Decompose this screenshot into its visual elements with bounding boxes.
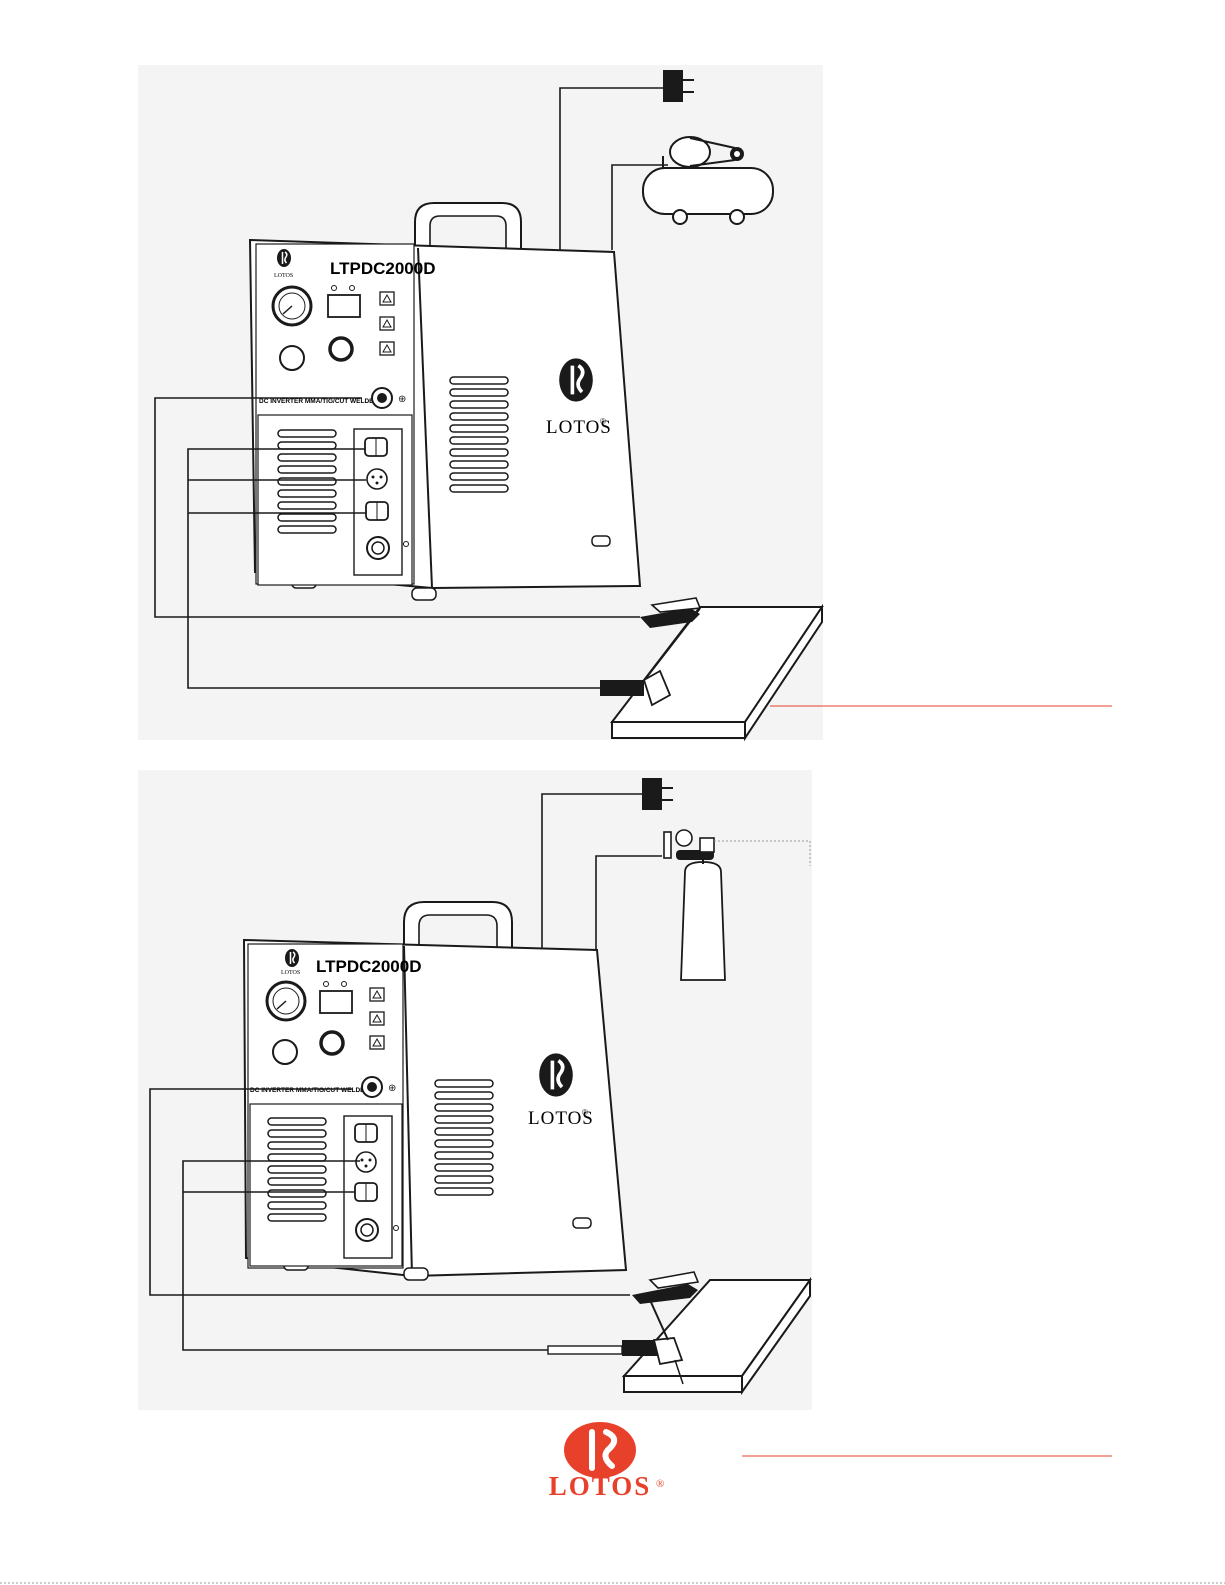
- svg-text:⊕: ⊕: [388, 1083, 396, 1094]
- pressure-gauge: [267, 982, 305, 1020]
- svg-text:⊕: ⊕: [398, 394, 406, 405]
- front-brand-text: LOTOS: [281, 970, 300, 976]
- svg-text:®: ®: [600, 417, 606, 426]
- footer-logo-icon: [564, 1422, 636, 1478]
- mode-buttons: [370, 988, 384, 1049]
- welder-unit: LOTOS LTPDC2000D DC INVERTER MMA/TIG/CUT…: [244, 940, 626, 1280]
- lotos-logo-icon: [559, 358, 593, 401]
- pressure-gauge: [273, 287, 311, 325]
- svg-text:®: ®: [582, 1108, 588, 1117]
- front-panel-label: DC INVERTER MMA/TIG/CUT WELDER: [250, 1087, 369, 1094]
- welder-unit: LOTOS LTPDC2000D: [250, 240, 640, 600]
- panel-tig-welding: LOTOS LTPDC2000D DC INVERTER MMA/TIG/CUT…: [138, 770, 812, 1410]
- panel-plasma-cutting: LOTOS LTPDC2000D: [138, 65, 823, 740]
- footer-registered-mark: ®: [656, 1478, 664, 1490]
- front-brand-text: LOTOS: [274, 273, 293, 279]
- mode-buttons: [380, 292, 394, 355]
- footer-brand-text: LOTOS: [549, 1471, 652, 1501]
- model-label: LTPDC2000D: [316, 957, 422, 976]
- model-label: LTPDC2000D: [330, 259, 436, 278]
- front-panel-label: DC INVERTER MMA/TIG/CUT WELDER: [259, 398, 378, 405]
- lotos-logo-icon: [539, 1053, 573, 1096]
